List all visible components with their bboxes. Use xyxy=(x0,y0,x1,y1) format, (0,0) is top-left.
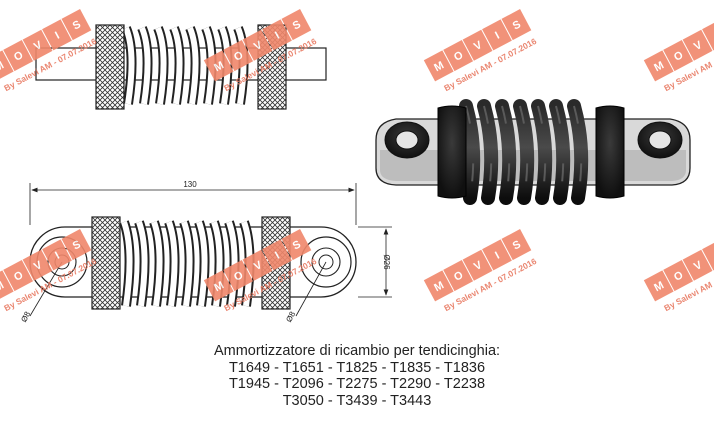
watermark-letter-box xyxy=(262,19,292,51)
watermark-letter-box xyxy=(203,50,234,82)
right-eye-leader xyxy=(295,261,327,317)
watermark-letter-box xyxy=(682,29,713,61)
watermark-letter-box xyxy=(643,270,674,302)
watermark-letter-box xyxy=(682,249,713,281)
length-dimension-label: 130 xyxy=(183,180,197,189)
watermark-letter-box xyxy=(0,50,14,82)
watermark-letter-box xyxy=(281,229,312,261)
watermark-letter-box xyxy=(22,249,53,281)
watermark-letter-box xyxy=(262,239,292,271)
watermark-letter-box xyxy=(61,9,92,41)
watermark-letter-box xyxy=(423,270,454,302)
watermark-letter-box xyxy=(423,50,454,82)
watermark-letter-box xyxy=(663,40,694,72)
watermark-letter: M xyxy=(0,279,6,294)
watermark-letter-box xyxy=(702,19,714,51)
watermark-letter-box xyxy=(3,40,34,72)
watermark-letter-box xyxy=(223,40,254,72)
watermark-letter-box xyxy=(42,19,72,51)
top-view-left-cap xyxy=(95,24,125,110)
caption: Ammortizzatore di ricambio per tendicing… xyxy=(0,343,714,409)
watermark-letter-box xyxy=(281,9,312,41)
watermark-letter-box xyxy=(702,239,714,271)
caption-line-3: T3050 - T3439 - T3443 xyxy=(282,392,432,409)
caption-heading: Ammortizzatore di ricambio per tendicing… xyxy=(213,343,501,359)
watermark-letter-box xyxy=(501,9,532,41)
watermark-letter-box xyxy=(462,249,493,281)
watermark-letter-box xyxy=(42,239,72,271)
right-eye-label: Ø8 xyxy=(284,310,297,324)
watermark-letter-box xyxy=(443,260,474,292)
watermark-letter-box xyxy=(3,260,34,292)
watermark-letter-box xyxy=(462,29,493,61)
watermark-letter: I xyxy=(273,250,281,262)
render-left-eye-hole xyxy=(395,130,419,150)
watermark-letter-box xyxy=(643,50,674,82)
render-right-eye-hole xyxy=(648,130,672,150)
left-eye-label: Ø8 xyxy=(19,310,32,324)
watermark-letter: I xyxy=(493,30,501,42)
watermark-letter: I xyxy=(53,30,61,42)
watermark-letter: I xyxy=(273,30,281,42)
watermark-letter-box xyxy=(482,239,512,271)
render-right-cap xyxy=(595,105,625,199)
side-view-left-cap xyxy=(91,216,121,310)
watermark-letter-box xyxy=(242,29,273,61)
watermark-letter-box xyxy=(663,260,694,292)
watermark-letter-box xyxy=(22,29,53,61)
watermark-letter-box xyxy=(443,40,474,72)
height-dimension-label: Ø26 xyxy=(382,254,391,270)
watermark-letter: I xyxy=(53,250,61,262)
product-render xyxy=(375,99,691,205)
render-left-cap xyxy=(437,105,467,199)
watermark-letter-box xyxy=(61,229,92,261)
caption-line-2: T1945 - T2096 - T2275 - T2290 - T2238 xyxy=(228,376,486,392)
left-eye-leader xyxy=(29,261,63,317)
watermark-letter-box xyxy=(501,229,532,261)
render-coil xyxy=(459,99,589,205)
caption-line-1: T1649 - T1651 - T1825 - T1835 - T1836 xyxy=(228,359,486,376)
side-view-coil xyxy=(119,220,255,307)
watermark-letter: I xyxy=(493,250,501,262)
top-view xyxy=(35,24,327,110)
watermark-letter-box xyxy=(223,260,254,292)
watermark-letter-box xyxy=(242,249,273,281)
watermark-letter-box xyxy=(203,270,234,302)
watermark-letter-box xyxy=(482,19,512,51)
watermark-letter-box xyxy=(0,270,14,302)
watermark-letter: M xyxy=(0,59,6,74)
